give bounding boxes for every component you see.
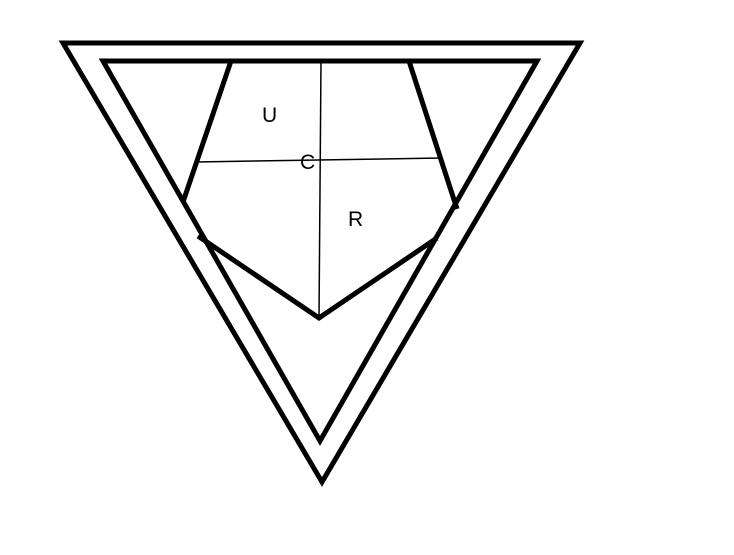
- right-slant-line: [406, 60, 460, 210]
- horizontal-divider: [194, 157, 443, 163]
- v-shape-line: [196, 233, 439, 322]
- vertical-divider: [318, 60, 322, 319]
- left-slant-line: [180, 60, 234, 203]
- label-r: R: [348, 208, 363, 231]
- label-c: C: [300, 151, 315, 174]
- outer-triangle: [58, 40, 585, 487]
- inner-triangle: [98, 58, 542, 447]
- label-u: U: [262, 104, 277, 127]
